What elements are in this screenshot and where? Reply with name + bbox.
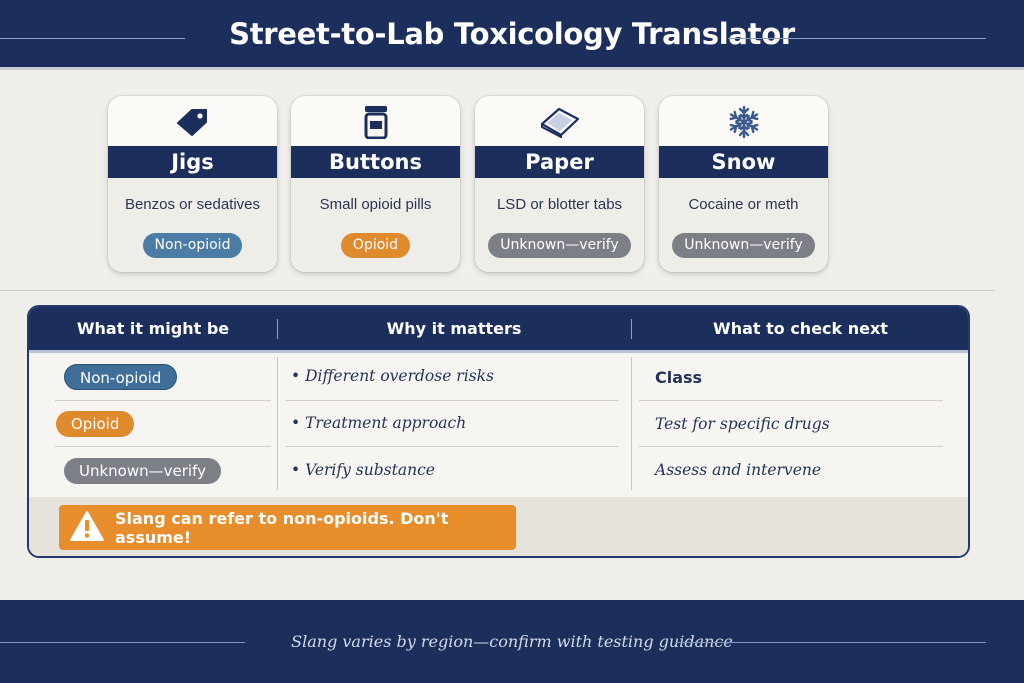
table-row-check: Test for specific drugs <box>655 415 830 433</box>
table-row-check: Assess and intervene <box>655 461 822 479</box>
table-row-class: Opioid <box>56 411 135 437</box>
tag-icon <box>175 107 211 142</box>
status-badge: Unknown—verify <box>488 233 631 258</box>
table-row-check: Class <box>655 368 703 387</box>
translation-table: What it might be Why it matters What to … <box>27 305 970 558</box>
card-description: LSD or blotter tabs <box>496 196 623 213</box>
table-row-why: • Verify substance <box>291 461 435 479</box>
card-jigs[interactable]: Jigs Benzos or sedatives Non-opioid <box>108 96 277 272</box>
card-paper[interactable]: Paper LSD or blotter tabs Unknown—verify <box>475 96 644 272</box>
card-description: Cocaine or meth <box>688 196 799 213</box>
column-header: Why it matters <box>386 319 522 338</box>
warning-banner: Slang can refer to non-opioids. Don't as… <box>59 505 516 550</box>
footer-note: Slang varies by region—confirm with test… <box>291 632 733 651</box>
snowflake-icon <box>727 105 761 144</box>
table-row-why: • Different overdose risks <box>291 367 494 385</box>
status-badge: Unknown—verify <box>672 233 815 258</box>
pill-bottle-icon <box>363 105 389 144</box>
table-header: What it might be Why it matters What to … <box>29 307 968 350</box>
header-rule-left <box>0 38 185 39</box>
card-buttons[interactable]: Buttons Small opioid pills Opioid <box>291 96 460 272</box>
column-header: What it might be <box>76 319 230 338</box>
table-row-class: Unknown—verify <box>64 458 221 484</box>
warning-text: Slang can refer to non-opioids. Don't as… <box>115 508 449 547</box>
table-row-class: Non-opioid <box>64 364 178 390</box>
card-title: Snow <box>659 146 828 178</box>
slang-cards: Jigs Benzos or sedatives Non-opioid Butt… <box>108 96 830 272</box>
page-header: Street-to-Lab Toxicology Translator <box>0 0 1024 70</box>
section-divider <box>0 290 995 291</box>
card-description: Small opioid pills <box>319 196 432 213</box>
card-title: Jigs <box>108 146 277 178</box>
column-header: What to check next <box>713 319 888 338</box>
table-row-why: • Treatment approach <box>291 414 467 432</box>
page-footer: Slang varies by region—confirm with test… <box>0 600 1024 683</box>
card-title: Paper <box>475 146 644 178</box>
card-title: Buttons <box>291 146 460 178</box>
warning-icon <box>69 510 115 546</box>
status-badge: Non-opioid <box>142 233 243 258</box>
card-description: Benzos or sedatives <box>124 196 261 213</box>
blotter-paper-icon <box>539 106 581 143</box>
card-snow[interactable]: Snow Cocaine or meth Unknown—verify <box>659 96 828 272</box>
status-badge: Opioid <box>340 233 411 258</box>
header-rule-right <box>728 38 986 39</box>
page-title: Street-to-Lab Toxicology Translator <box>229 16 795 51</box>
